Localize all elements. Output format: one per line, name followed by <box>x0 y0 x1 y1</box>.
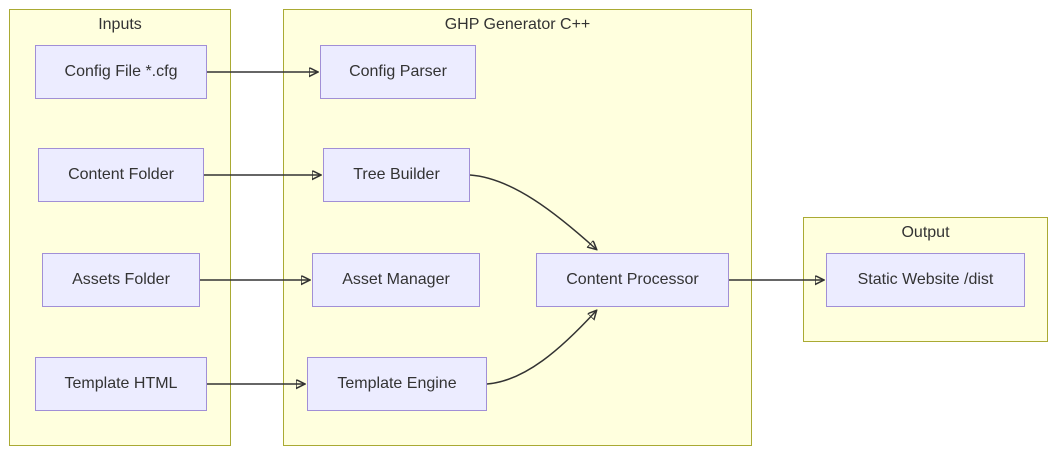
node-assets-folder: Assets Folder <box>42 253 200 307</box>
edge-template-engine-to-content-processor-arrow <box>486 311 596 385</box>
node-content-processor: Content Processor <box>536 253 729 307</box>
node-template-engine-label: Template Engine <box>337 375 457 392</box>
node-static-website: Static Website /dist <box>826 253 1025 307</box>
cluster-generator-title: GHP Generator C++ <box>444 16 591 33</box>
node-content-folder: Content Folder <box>38 148 204 202</box>
node-asset-manager-label: Asset Manager <box>342 271 450 288</box>
node-asset-manager: Asset Manager <box>312 253 480 307</box>
node-tree-builder-label: Tree Builder <box>353 166 440 183</box>
node-config-parser-label: Config Parser <box>349 63 447 80</box>
cluster-output-title: Output <box>901 224 950 241</box>
node-assets-folder-label: Assets Folder <box>72 271 170 288</box>
node-template-html-label: Template HTML <box>64 375 178 392</box>
node-tree-builder: Tree Builder <box>323 148 470 202</box>
node-template-html: Template HTML <box>35 357 207 411</box>
node-content-processor-label: Content Processor <box>566 271 699 288</box>
node-config-parser: Config Parser <box>320 45 476 99</box>
edge-tree-builder-to-content-processor-arrow <box>469 174 596 249</box>
node-content-folder-label: Content Folder <box>68 166 174 183</box>
node-config-file: Config File *.cfg <box>35 45 207 99</box>
node-static-website-label: Static Website /dist <box>857 271 994 288</box>
node-template-engine: Template Engine <box>307 357 487 411</box>
cluster-inputs-title: Inputs <box>98 16 142 33</box>
node-config-file-label: Config File *.cfg <box>64 63 178 80</box>
